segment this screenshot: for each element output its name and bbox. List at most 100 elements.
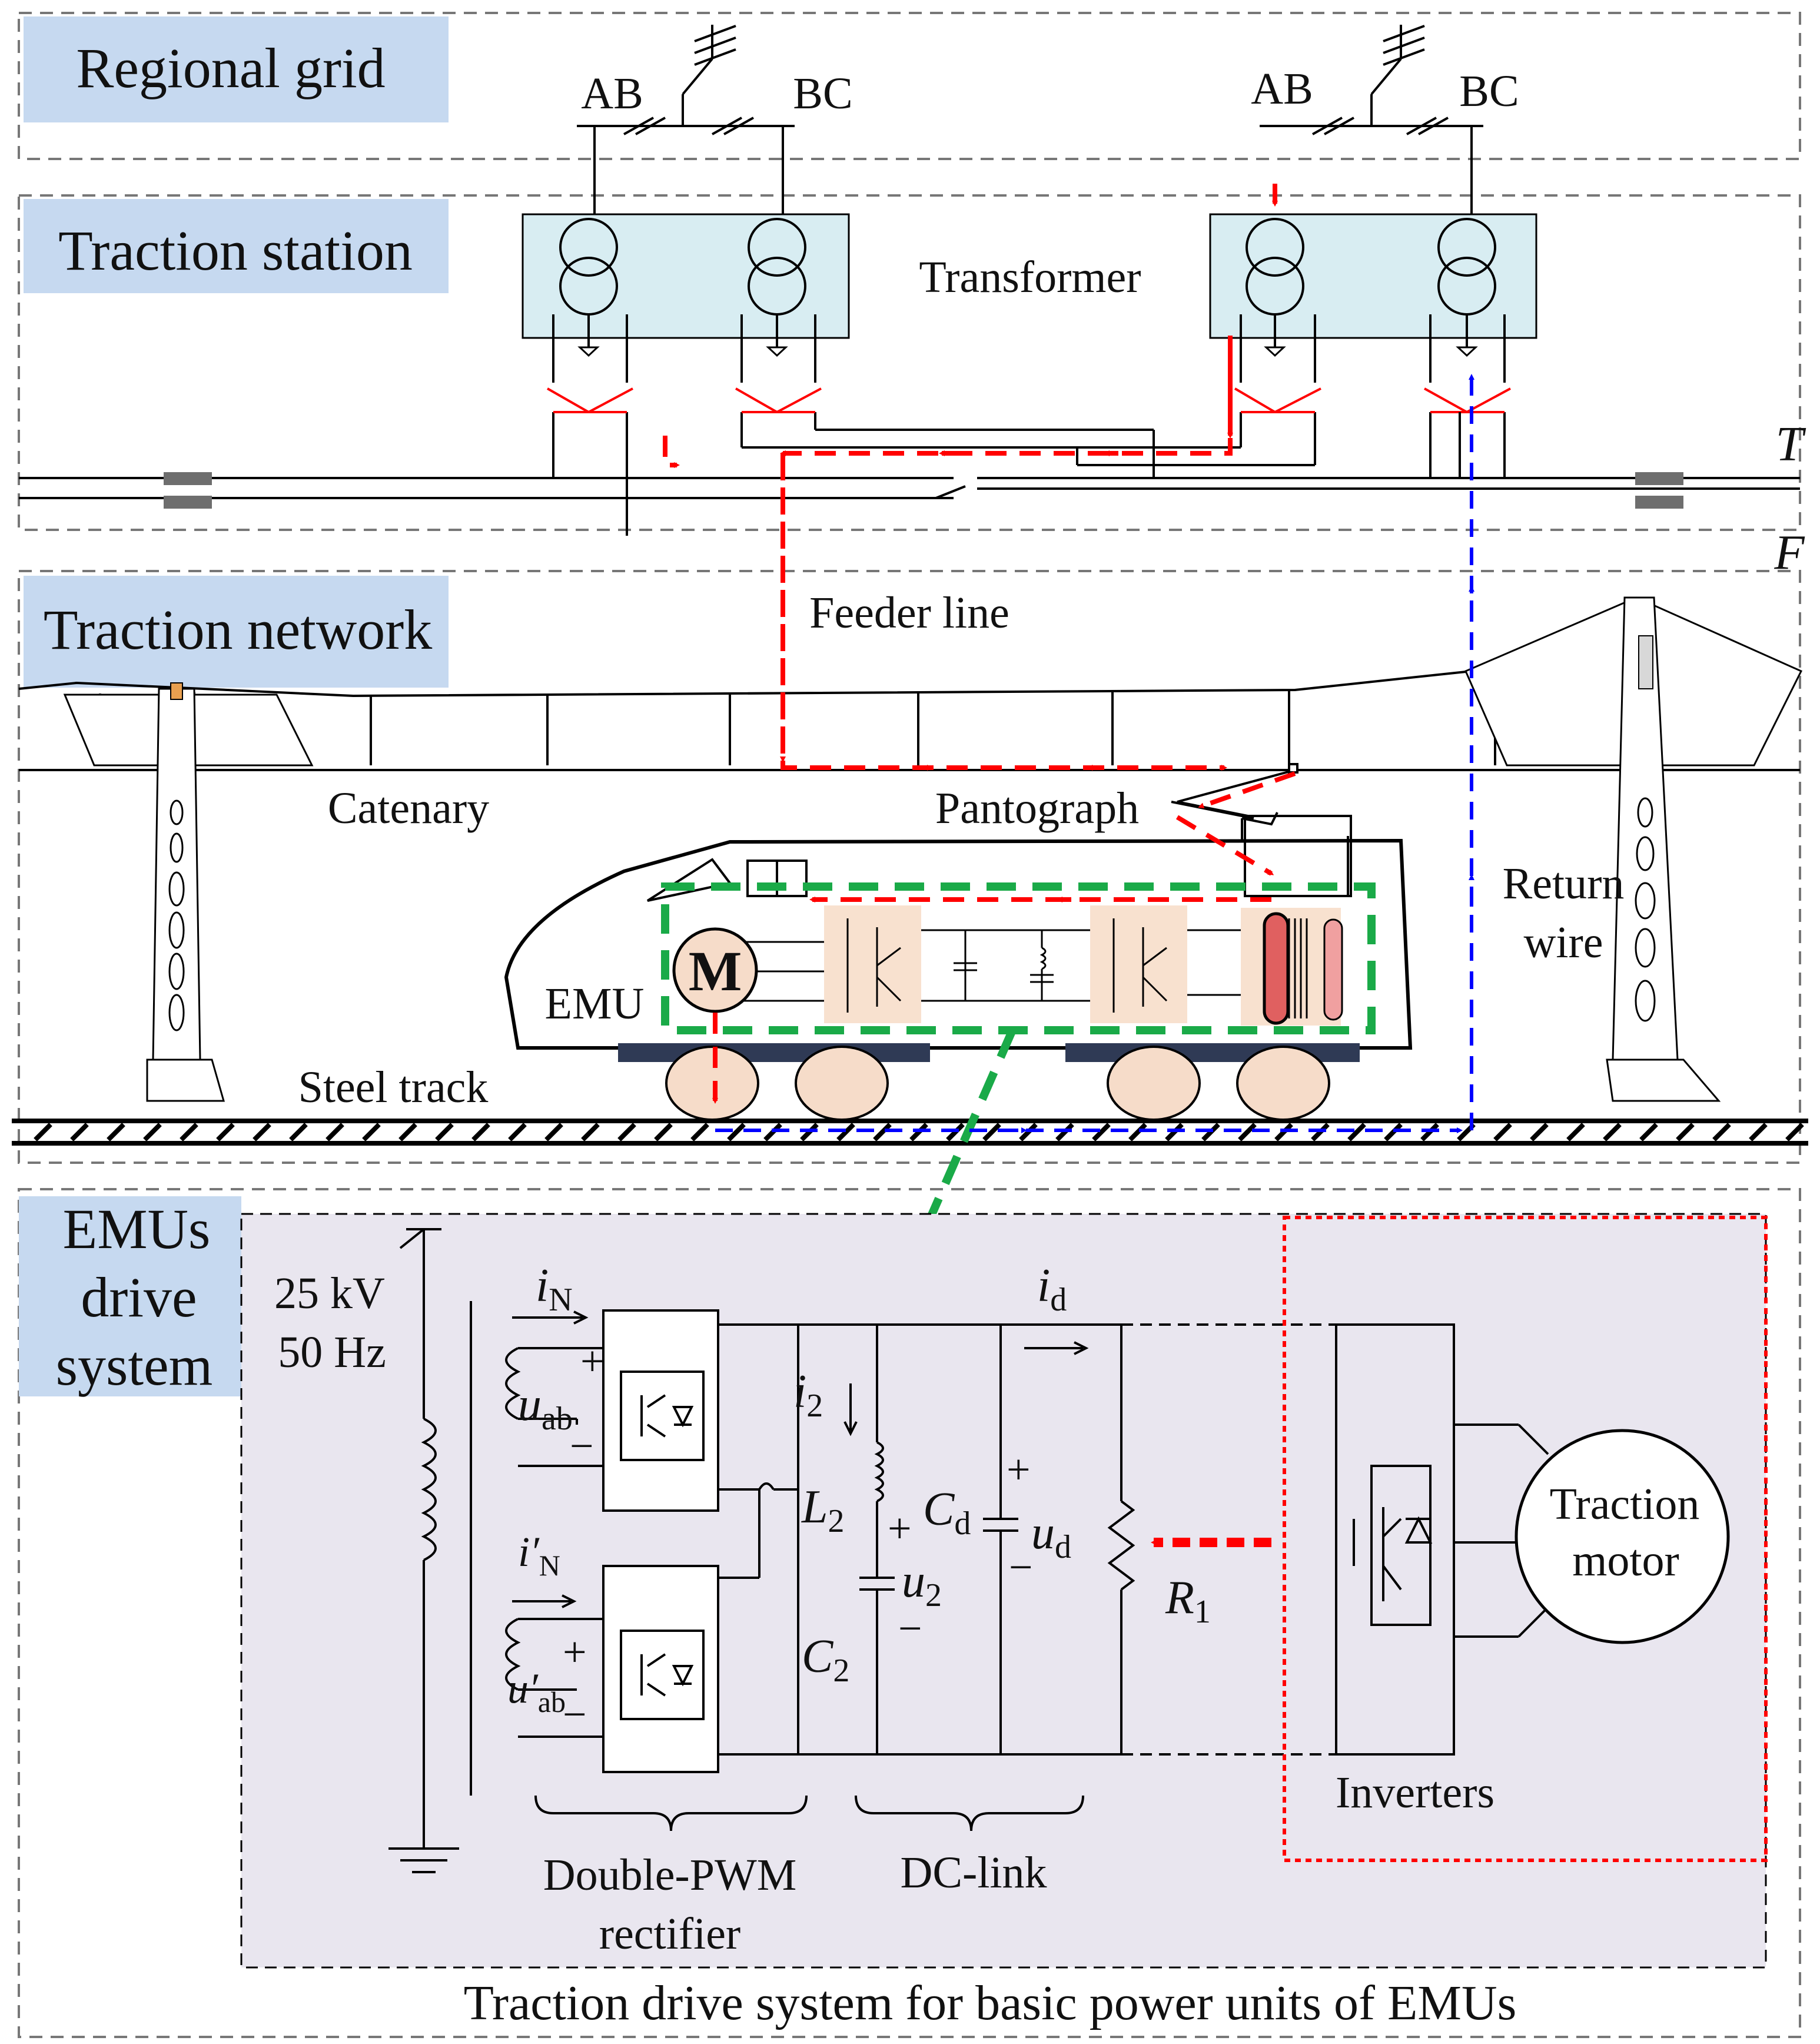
emus-drive-label-bg — [19, 1196, 241, 1396]
rail-sleeper — [289, 1123, 308, 1142]
rail-sleeper — [107, 1123, 125, 1142]
rail-sleeper — [143, 1123, 162, 1142]
rail-sleeper — [435, 1123, 454, 1142]
rail-sleeper — [216, 1123, 235, 1142]
section-insulators — [164, 472, 1683, 509]
regional-grid-frame — [18, 12, 1801, 160]
ud-plus: + — [1007, 1446, 1031, 1493]
rail-sleeper — [326, 1123, 344, 1142]
u2-label: u2 — [902, 1555, 942, 1614]
regional-grid-busbars — [577, 25, 1483, 217]
rail-sleeper — [544, 1123, 563, 1142]
inverters-label: Inverters — [1336, 1768, 1494, 1817]
dc-link-label: DC-link — [900, 1848, 1047, 1897]
rail-sleeper — [581, 1123, 600, 1142]
rail-sleeper — [471, 1123, 490, 1142]
ud-label: ud — [1031, 1507, 1071, 1565]
rectifier-label-line2: rectifier — [599, 1909, 740, 1959]
steel-track-label: Steel track — [298, 1063, 489, 1112]
transformer-left — [522, 213, 850, 339]
rail-sleeper — [1712, 1123, 1731, 1142]
rail-sleeper — [873, 1123, 892, 1142]
pantograph-label: Pantograph — [935, 784, 1139, 833]
plus-sign-ab-prime: + — [563, 1628, 587, 1675]
catenary-label: Catenary — [328, 784, 489, 833]
rail-sleeper — [1530, 1123, 1549, 1142]
rail-sleeper — [1128, 1123, 1147, 1142]
rail-sleeper — [362, 1123, 381, 1142]
rail-sleeper — [398, 1123, 417, 1142]
motor-symbol: M — [689, 940, 742, 1003]
id-label: id — [1037, 1260, 1067, 1318]
traction-station-frame — [18, 194, 1801, 531]
rectifier-top — [602, 1309, 719, 1512]
rail-sleeper — [253, 1123, 271, 1142]
rail-sleeper — [1566, 1123, 1585, 1142]
return-current-path — [715, 374, 1474, 1133]
c2-label: C2 — [802, 1631, 849, 1689]
traction-station-label: Traction station — [58, 219, 413, 282]
rectifier-label-line1: Double-PWM — [543, 1850, 797, 1900]
rail-sleeper — [1749, 1123, 1768, 1142]
emus-drive-label-line3: system — [56, 1334, 213, 1397]
rail-sleeper — [982, 1123, 1001, 1142]
right-phase-bc: BC — [1459, 67, 1519, 116]
transformer-label: Transformer — [919, 253, 1141, 302]
station-breakers — [547, 387, 1511, 413]
traction-station-label-bg — [24, 199, 449, 293]
return-wire-label-line1: Return — [1503, 859, 1625, 908]
steel-track-rails — [12, 1119, 1808, 1146]
traction-motor-label-line1: Traction — [1550, 1479, 1700, 1529]
regional-grid-label-bg — [24, 16, 449, 122]
rail-sleeper — [1639, 1123, 1658, 1142]
left-phase-ab: AB — [581, 69, 643, 118]
i-n-prime-label: i′N — [518, 1528, 560, 1582]
figure-caption: Traction drive system for basic power un… — [464, 1976, 1517, 2030]
rail-sleeper — [34, 1123, 52, 1142]
drive-transformer — [388, 1228, 603, 1873]
u2-plus: + — [888, 1505, 912, 1552]
bus-t-label: T — [1776, 417, 1806, 472]
power-unit-highlight — [661, 882, 1376, 1034]
motor-circle — [672, 927, 758, 1013]
u-ab-prime-label: u′ab — [507, 1665, 566, 1718]
rail-sleeper — [617, 1123, 636, 1142]
group-braces — [534, 1795, 1084, 1831]
l2-label: L2 — [801, 1481, 845, 1539]
emus-drive-label-line2: drive — [81, 1266, 197, 1329]
traction-network-label: Traction network — [44, 598, 432, 661]
rail-sleeper — [1676, 1123, 1695, 1142]
supply-current-path — [663, 184, 1296, 1104]
i2-label: i2 — [793, 1366, 823, 1424]
traction-motor-circle — [1515, 1429, 1730, 1644]
rail-sleeper — [654, 1123, 673, 1142]
rail-sleeper — [727, 1123, 746, 1142]
ground-symbols — [577, 346, 1478, 357]
station-busbars — [19, 412, 1800, 499]
right-phase-ab: AB — [1251, 64, 1313, 114]
left-mast — [63, 688, 314, 1102]
rail-sleeper — [1238, 1123, 1257, 1142]
traction-network-label-bg — [24, 576, 449, 688]
current-arrows — [512, 1310, 1089, 1608]
rail-sleeper — [690, 1123, 709, 1142]
emu-internal-circuit: M — [672, 905, 1343, 1026]
drive-system-panel — [240, 1213, 1767, 1969]
rail-sleeper — [1493, 1123, 1512, 1142]
ud-minus: − — [1009, 1544, 1033, 1591]
cd-label: Cd — [923, 1484, 971, 1542]
r1-label: R1 — [1165, 1572, 1211, 1630]
rail-sleeper — [1603, 1123, 1622, 1142]
i-n-label: iN — [536, 1260, 573, 1318]
power-unit-zoom-link — [926, 1028, 1017, 1220]
rail-sleeper — [1347, 1123, 1366, 1142]
rail-sleeper — [180, 1123, 198, 1142]
u2-minus: − — [898, 1605, 922, 1652]
transformer-right — [1209, 213, 1537, 339]
emu-label: EMU — [545, 979, 645, 1028]
rail-sleeper — [1092, 1123, 1111, 1142]
supply-frequency: 50 Hz — [278, 1328, 386, 1377]
traction-motor-label-line2: motor — [1572, 1536, 1679, 1585]
dc-link-wiring — [718, 1323, 1336, 1756]
